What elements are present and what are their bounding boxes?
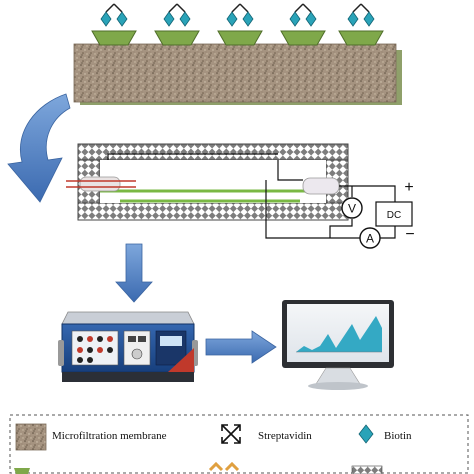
voltmeter-label: V xyxy=(348,202,356,216)
curved-arrow-icon xyxy=(7,93,71,203)
down-arrow-icon xyxy=(115,243,153,303)
sensor-cell: V A DC + − xyxy=(66,143,415,249)
antibody-unit xyxy=(217,3,263,46)
terminal-jack xyxy=(87,336,93,342)
streptavidin-arm xyxy=(302,3,312,13)
tube-lower-wall xyxy=(77,202,349,221)
terminal-jack xyxy=(87,357,93,363)
wire xyxy=(277,160,303,181)
minus-sign: − xyxy=(405,226,414,243)
membrane-swatch-icon xyxy=(15,423,47,451)
antibody-base-icon xyxy=(91,30,137,46)
antibody-base-icon xyxy=(338,30,384,46)
antibody-icon xyxy=(208,461,240,472)
wire xyxy=(339,185,396,202)
streptavidin-arm xyxy=(113,3,123,13)
terminal-jack xyxy=(97,347,103,353)
biotin-icon xyxy=(116,11,128,27)
terminal-jack xyxy=(77,357,83,363)
biotin-icon xyxy=(226,11,238,27)
instrument-lid xyxy=(61,311,195,325)
instrument-base xyxy=(62,372,194,382)
voltmeter-icon xyxy=(341,197,363,219)
control-panel xyxy=(123,330,151,366)
streptavidin-arm xyxy=(168,3,178,13)
wire xyxy=(380,226,396,239)
biotin-icon xyxy=(179,11,191,27)
membrane-assembly xyxy=(73,3,402,105)
knob-icon xyxy=(131,348,143,360)
antibody-unit xyxy=(280,3,326,46)
ammeter-icon xyxy=(359,227,381,249)
biotin-icon xyxy=(289,11,301,27)
wire xyxy=(107,153,278,160)
monitor xyxy=(282,300,394,390)
biotin-icon xyxy=(100,11,112,27)
streptavidin-arm xyxy=(105,3,115,13)
diamond-icon xyxy=(358,424,374,444)
tube-chamber xyxy=(100,160,326,203)
legend-label-membrane: Microfiltration membrane xyxy=(52,430,167,442)
red-accent xyxy=(168,348,194,372)
antibody-unit xyxy=(338,3,384,46)
right-arrow-icon xyxy=(205,330,277,364)
ammeter-label: A xyxy=(366,232,374,246)
legend-label-streptavidin: Streptavidin xyxy=(258,430,312,442)
plus-sign: + xyxy=(404,179,413,196)
terminal-jack xyxy=(77,347,83,353)
biotin-icon xyxy=(363,11,375,27)
biotin-icon xyxy=(242,11,254,27)
outlet-port xyxy=(302,177,340,195)
microfiltration-membrane xyxy=(73,43,397,103)
antibody-base-icon xyxy=(14,468,30,474)
inlet-port xyxy=(79,176,121,192)
streptavidin-arm xyxy=(360,3,370,13)
streptavidin-arm xyxy=(176,3,186,13)
antibody-unit xyxy=(91,3,137,46)
streptavidin-arm xyxy=(352,3,362,13)
streptavidin-arm xyxy=(294,3,304,13)
dc-source-label: DC xyxy=(387,210,401,221)
monitor-stand xyxy=(315,367,361,385)
wire xyxy=(329,219,353,238)
lcd-display xyxy=(160,336,182,346)
wire xyxy=(265,180,360,239)
antibody-unit xyxy=(154,3,200,46)
antibody-base-icon xyxy=(280,30,326,46)
legend xyxy=(9,414,469,474)
terminal-jack xyxy=(97,336,103,342)
legend-border xyxy=(9,414,469,474)
signal-peaks-chart xyxy=(296,316,382,352)
control-button xyxy=(138,336,146,342)
tube-upper-wall xyxy=(77,143,349,161)
measurement-instrument xyxy=(58,311,198,382)
tube-wall-swatch-icon xyxy=(351,465,383,474)
antibody-base-icon xyxy=(217,30,263,46)
terminal-jack xyxy=(107,347,113,353)
streptavidin-arm xyxy=(239,3,249,13)
terminal-jack xyxy=(87,347,93,353)
cross-arrow-icon xyxy=(221,424,241,444)
control-button xyxy=(128,336,136,342)
biotin-icon xyxy=(163,11,175,27)
antibody-base-icon xyxy=(154,30,200,46)
terminal-jack xyxy=(107,336,113,342)
monitor-base xyxy=(308,382,368,390)
dc-source xyxy=(375,201,413,227)
handle-left xyxy=(58,340,64,366)
terminal-jack xyxy=(77,336,83,342)
legend-label-biotin: Biotin xyxy=(384,430,412,442)
biotin-icon xyxy=(347,11,359,27)
biotin-icon xyxy=(305,11,317,27)
streptavidin-arm xyxy=(231,3,241,13)
